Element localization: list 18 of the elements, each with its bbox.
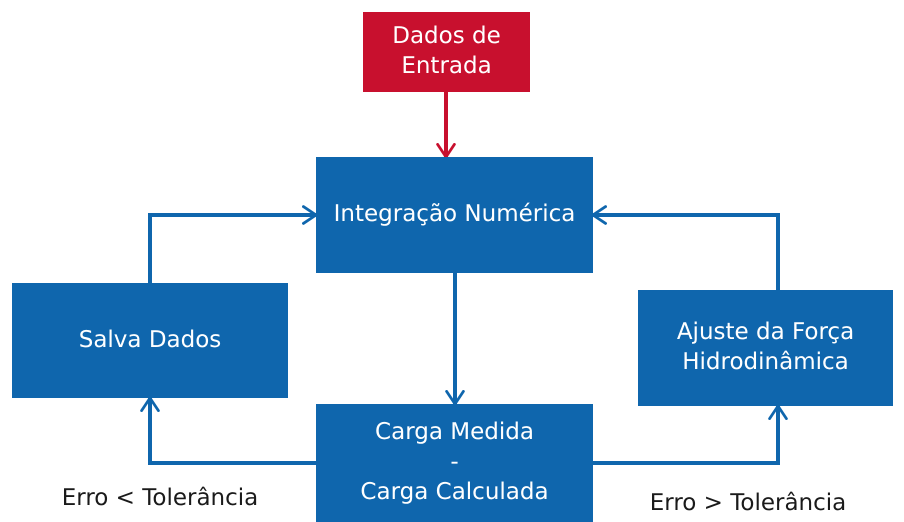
node-text: Carga Calculada xyxy=(360,478,549,507)
node-text: - xyxy=(450,448,459,478)
process-box xyxy=(638,290,893,406)
process-box xyxy=(316,157,593,273)
arrow xyxy=(593,404,788,465)
process-box xyxy=(12,283,288,398)
node-text: Ajuste da Força Hidrodinâmica xyxy=(676,318,856,377)
node-text: Dados de Entrada xyxy=(391,22,502,81)
arrow xyxy=(592,205,780,290)
process-box xyxy=(316,404,593,522)
node-text: Carga Medida xyxy=(375,418,534,448)
input-box xyxy=(363,12,530,92)
arrow xyxy=(445,273,465,406)
node-text: Integração Numérica xyxy=(334,200,576,230)
arrow xyxy=(140,396,316,465)
arrow xyxy=(436,92,456,158)
node-text: Salva Dados xyxy=(78,326,222,355)
arrow xyxy=(148,205,318,283)
